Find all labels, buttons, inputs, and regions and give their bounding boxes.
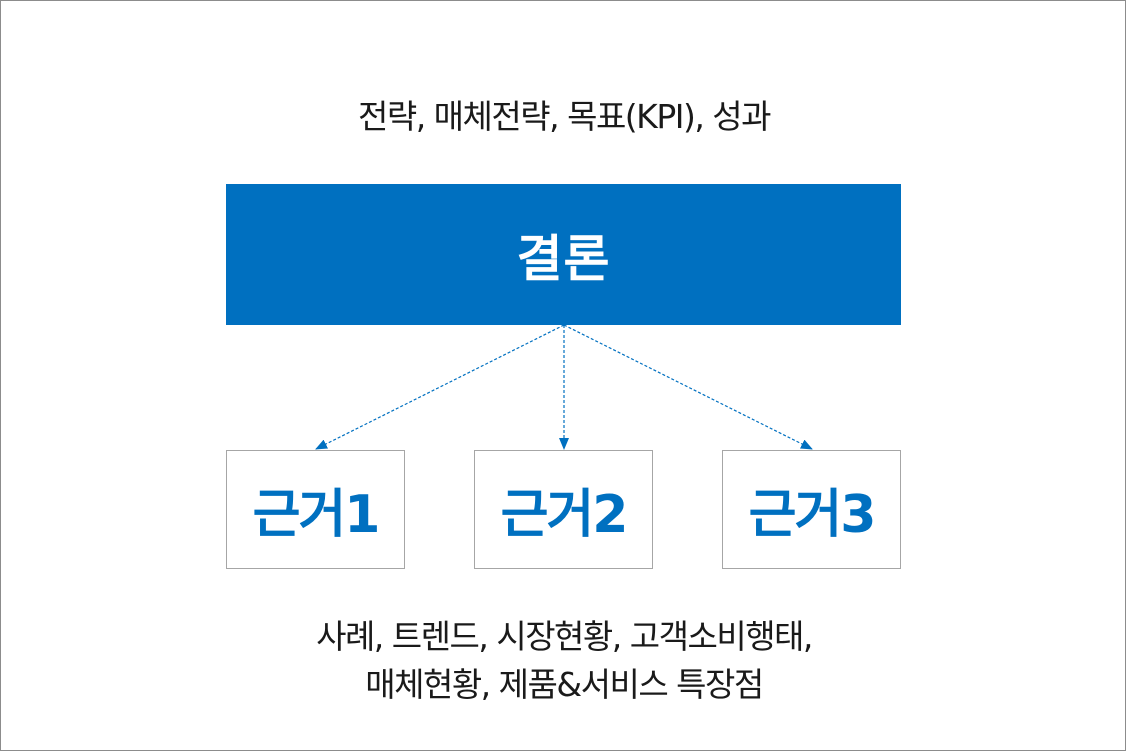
conclusion-label: 결론 — [516, 229, 611, 288]
evidence-box-2: 근거2 — [474, 450, 653, 569]
bottom-caption-line-2: 매체현황, 제품&서비스 특장점 — [365, 665, 764, 704]
top-caption: 전략, 매체전략, 목표(KPI), 성과 — [357, 97, 772, 136]
conclusion-box: 결론 — [226, 184, 901, 325]
arrow-to-evidence-1 — [315, 324, 565, 450]
arrow-to-evidence-3 — [563, 324, 813, 450]
evidence-label-2: 근거2 — [500, 485, 629, 545]
evidence-box-1: 근거1 — [226, 450, 405, 569]
evidence-box-3: 근거3 — [722, 450, 901, 569]
evidence-label-3: 근거3 — [748, 485, 877, 545]
bottom-caption: 사례, 트렌드, 시장현황, 고객소비행태, 매체현황, 제품&서비스 특장점 — [1, 613, 1126, 709]
bottom-caption-line-1: 사례, 트렌드, 시장현황, 고객소비행태, — [316, 617, 813, 656]
evidence-label-1: 근거1 — [252, 485, 381, 545]
